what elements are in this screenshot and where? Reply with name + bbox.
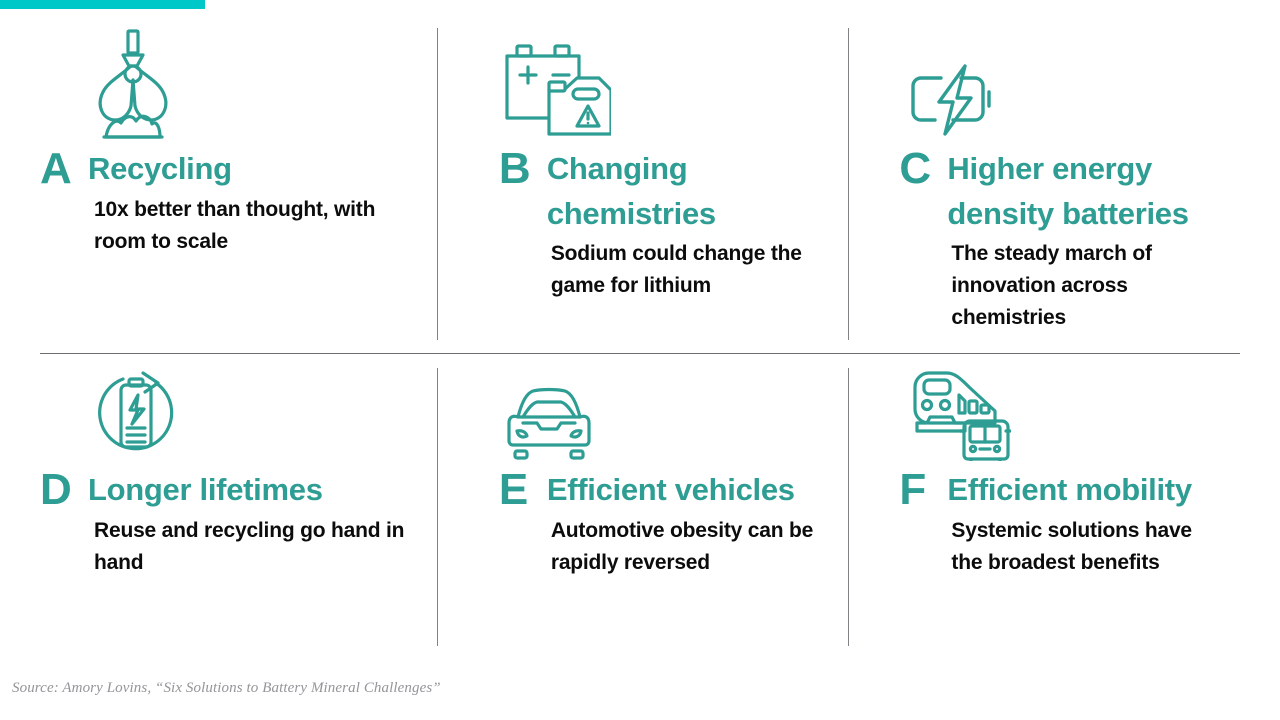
panel-title: Higher energy density batteries [947, 151, 1189, 231]
vertical-divider-top-right [848, 28, 849, 340]
battery-bolt-icon [899, 22, 1218, 140]
vertical-divider-top-left [437, 28, 438, 340]
panel-efficient-vehicles[interactable]: E Efficient vehicles Automotive obesity … [439, 353, 840, 646]
panel-heading: A Recycling [40, 146, 417, 192]
train-bus-icon [899, 353, 1218, 461]
panel-heading: C Higher energy density batteries [899, 146, 1218, 236]
panel-efficient-mobility[interactable]: F Efficient mobility Systemic solutions … [839, 353, 1240, 646]
panel-heading: E Efficient vehicles [499, 467, 818, 513]
vertical-divider-bottom-right [848, 368, 849, 646]
battery-recycle-loop-icon [40, 353, 417, 461]
panel-longer-lifetimes[interactable]: D Longer lifetimes Reuse and recycling g… [40, 353, 439, 646]
horizontal-divider [40, 353, 1240, 354]
grab-claw-icon [40, 22, 417, 140]
panel-letter: D [40, 465, 72, 514]
source-note: Source: Amory Lovins, “Six Solutions to … [12, 680, 441, 696]
panel-subtitle: Sodium could change the game for lithium [550, 242, 802, 297]
solutions-grid: A Recycling 10x better than thought, wit… [40, 22, 1240, 646]
panel-subtitle: The steady march of innovation across ch… [951, 242, 1152, 329]
car-front-icon [499, 353, 818, 461]
panel-letter: C [899, 144, 931, 193]
panel-higher-energy-density[interactable]: C Higher energy density batteries The st… [839, 22, 1240, 334]
panel-subtitle: 10x better than thought, with room to sc… [94, 198, 376, 253]
vertical-divider-bottom-left [437, 368, 438, 646]
panel-title: Efficient vehicles [546, 472, 795, 507]
panel-heading: F Efficient mobility [899, 467, 1218, 513]
top-accent-bar [0, 0, 205, 9]
panel-heading: D Longer lifetimes [40, 467, 417, 513]
panel-subtitle: Reuse and recycling go hand in hand [94, 519, 405, 574]
panel-title: Efficient mobility [947, 472, 1192, 507]
panel-letter: A [40, 144, 72, 193]
grid-row-top: A Recycling 10x better than thought, wit… [40, 22, 1240, 334]
grid-row-bottom: D Longer lifetimes Reuse and recycling g… [40, 353, 1240, 646]
panel-heading: B Changing chemistries [499, 146, 818, 236]
panel-letter: B [498, 144, 531, 193]
panel-title: Longer lifetimes [88, 472, 323, 507]
battery-chemicals-icon [499, 22, 818, 140]
panel-changing-chemistries[interactable]: B Changing chemistries Sodium could chan… [439, 22, 840, 334]
panel-recycling[interactable]: A Recycling 10x better than thought, wit… [40, 22, 439, 334]
panel-subtitle: Systemic solutions have the broadest ben… [951, 519, 1192, 574]
panel-subtitle: Automotive obesity can be rapidly revers… [550, 519, 814, 574]
panel-title: Changing chemistries [546, 151, 716, 231]
panel-title: Recycling [88, 151, 232, 186]
panel-letter: E [498, 465, 528, 514]
panel-letter: F [899, 465, 926, 514]
